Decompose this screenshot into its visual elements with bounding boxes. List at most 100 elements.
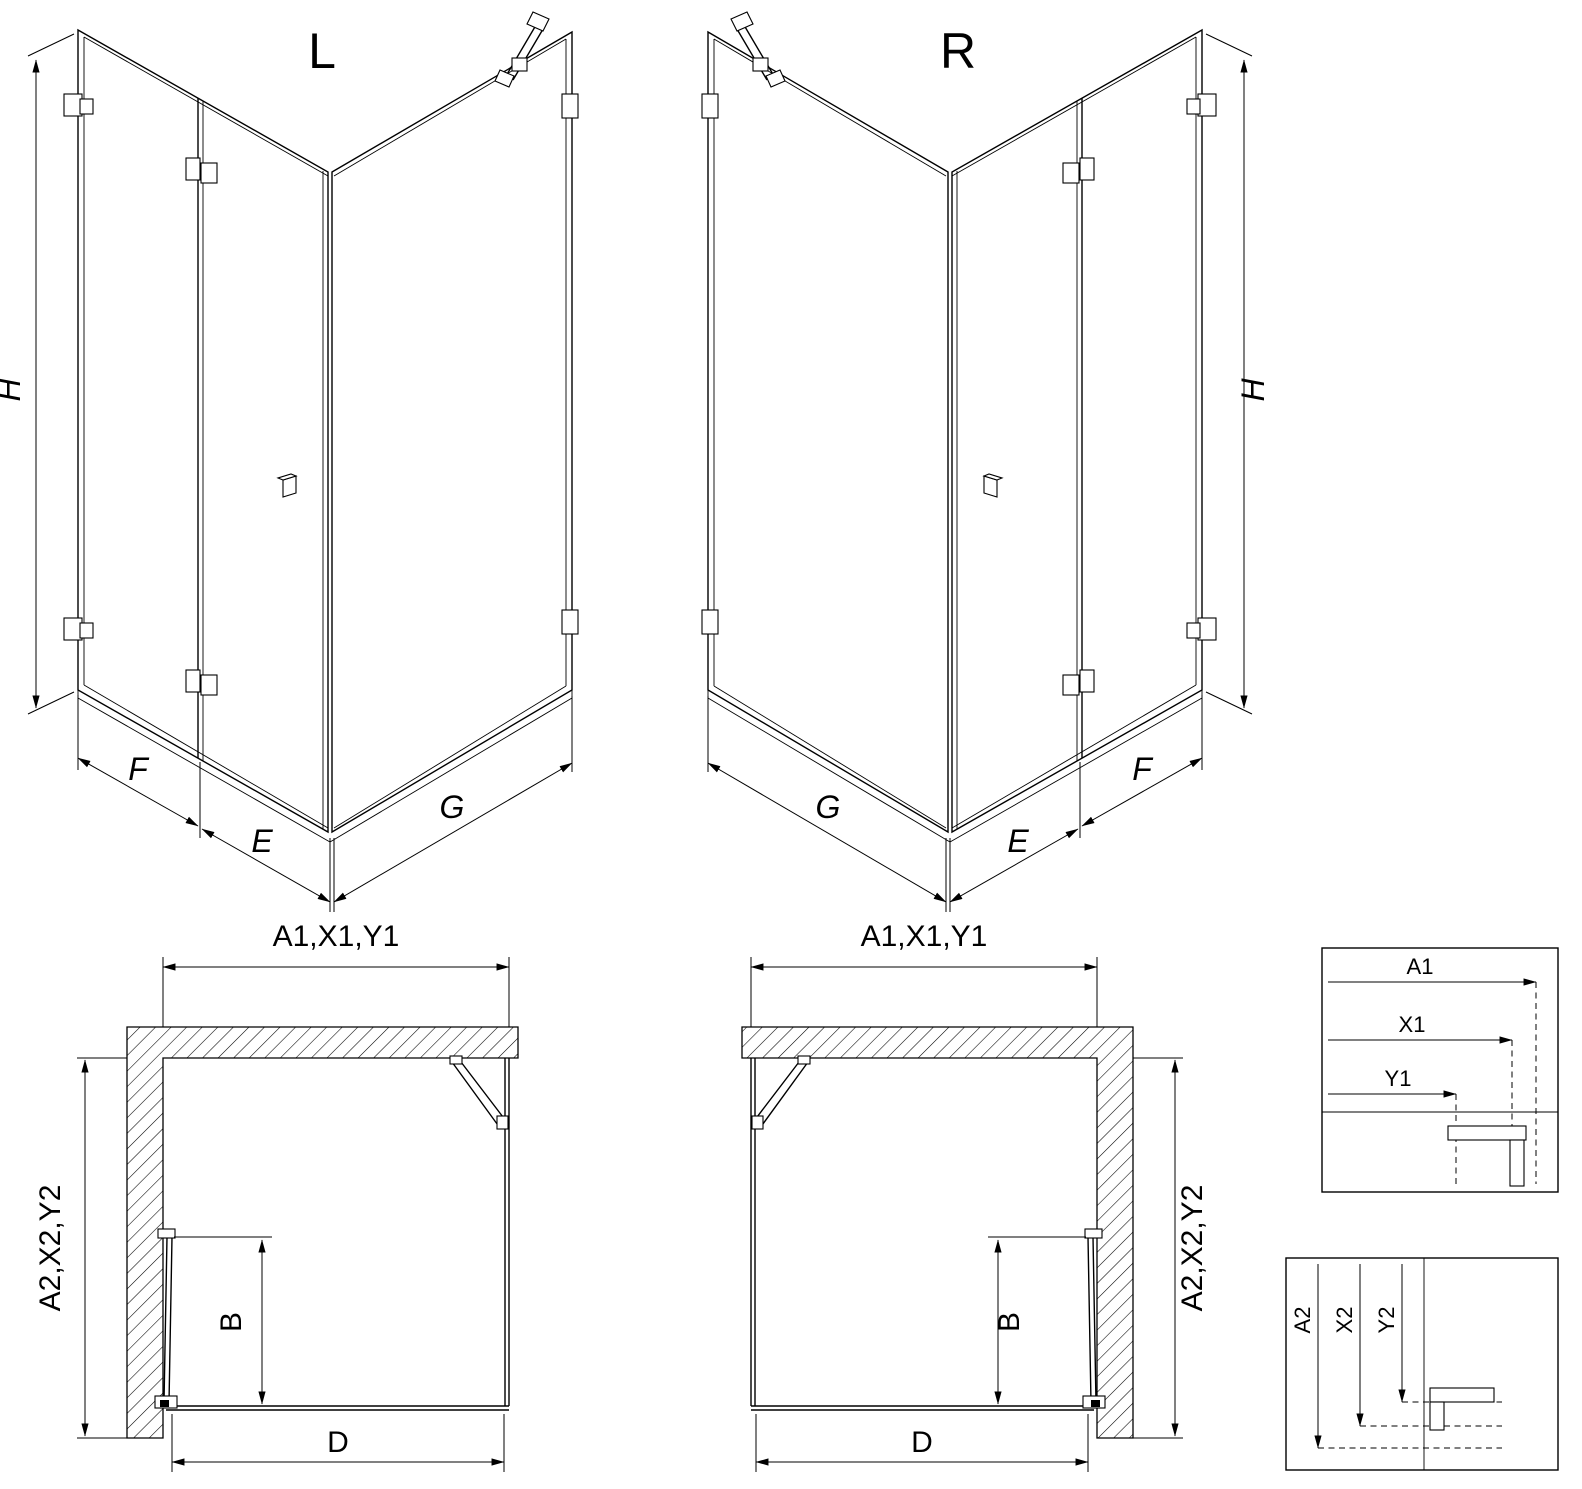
extension-line: [27, 33, 75, 715]
brace-glass-mount: [765, 69, 786, 88]
dim-label-B: B: [215, 1312, 248, 1332]
dim-door-clearance: B: [988, 1236, 1086, 1405]
detail-depth-offsets: A2 X2 Y2: [1285, 1257, 1559, 1471]
dim-front-right: F E: [949, 695, 1203, 912]
extension-line: [77, 1057, 163, 1439]
hinge: [1062, 162, 1080, 184]
profile-section: [1509, 1139, 1525, 1187]
side-glass: [504, 1058, 510, 1406]
dimension-line: [1081, 757, 1203, 827]
glass-inner-edge: [713, 38, 947, 177]
dim-label-D: D: [327, 1426, 349, 1459]
door-pivot: [1091, 1400, 1100, 1407]
wall-clamp: [63, 617, 83, 641]
extension-line: [1097, 1057, 1183, 1439]
wall-clamp: [561, 93, 579, 119]
dimension-line: [707, 762, 947, 903]
brace-wall-mount: [730, 11, 754, 32]
offset-label-A1: A1: [1407, 954, 1434, 979]
dim-label-F: F: [1132, 751, 1154, 787]
extension-line: [77, 695, 331, 912]
dim-label-A2X2Y2: A2,X2,Y2: [1176, 1185, 1209, 1312]
dim-label-B: B: [993, 1312, 1026, 1332]
variant-label-left: L: [308, 23, 336, 79]
hinge: [185, 669, 201, 693]
hardware: [701, 93, 1217, 696]
dim-label-H: H: [1235, 378, 1271, 402]
tray-edge: [77, 697, 573, 843]
return-glass-panel: [331, 30, 573, 834]
wall-clamp: [701, 609, 719, 635]
glass-inner-edge: [333, 38, 567, 177]
dim-side-right: G: [707, 696, 947, 912]
wall-hatched: [126, 1026, 519, 1439]
iso-view-left: L: [0, 11, 579, 912]
door-pivot: [160, 1400, 169, 1407]
glass-inner-edge: [83, 36, 329, 177]
dim-label-A1X1Y1: A1,X1,Y1: [861, 920, 988, 953]
hinge: [1079, 157, 1095, 181]
support-brace-plan: [751, 1055, 811, 1130]
glass-panels: [750, 1058, 1097, 1411]
brace-glass-mount: [751, 1115, 764, 1130]
dim-door-clearance: B: [174, 1236, 272, 1405]
dim-label-F: F: [128, 751, 150, 787]
hardware: [63, 93, 579, 696]
dim-label-E: E: [251, 823, 273, 859]
offset-label-X2: X2: [1332, 1307, 1357, 1334]
dim-label-G: G: [440, 789, 465, 825]
dim-width-top: A1,X1,Y1: [750, 920, 1098, 1027]
door-handle-icon: [982, 473, 1004, 481]
panel-outline: [707, 30, 949, 834]
wall-clamp: [79, 622, 94, 639]
dimension-line: [201, 828, 331, 903]
wall-clamp: [1186, 622, 1201, 639]
wall-clamp: [561, 609, 579, 635]
door-leaf: [163, 1236, 173, 1404]
panel-outline: [331, 30, 573, 834]
hinge: [200, 162, 218, 184]
door-top-cap: [1084, 1228, 1103, 1239]
dim-height-right: H: [1205, 33, 1271, 715]
offset-label-X1: X1: [1399, 1012, 1426, 1037]
door-top-cap: [157, 1228, 176, 1239]
hinge: [1062, 674, 1080, 696]
dim-label-G: G: [816, 789, 841, 825]
support-brace-plan: [449, 1055, 509, 1130]
dimension-line: [333, 762, 573, 903]
dim-label-H: H: [0, 378, 27, 402]
hinge: [185, 157, 201, 181]
dim-depth-side: A2,X2,Y2: [34, 1057, 163, 1439]
open-door: [154, 1228, 178, 1409]
dim-label-E: E: [1007, 823, 1029, 859]
profile-section: [1429, 1387, 1495, 1403]
side-glass: [750, 1058, 756, 1406]
right-glass-panel: [951, 28, 1203, 834]
plan-view-right: A1,X1,Y1 A2,X2,Y2 B D: [741, 920, 1209, 1472]
dim-width-bottom: D: [171, 1414, 505, 1472]
dim-width-bottom: D: [755, 1414, 1089, 1472]
support-brace: [494, 11, 550, 88]
wall-hatched: [741, 1026, 1134, 1439]
dim-height-left: H: [0, 33, 75, 715]
detail-frame: [1321, 947, 1559, 1193]
dim-label-D: D: [911, 1426, 933, 1459]
detail-frame: [1285, 1257, 1559, 1471]
door-leaf: [1087, 1236, 1097, 1404]
open-door: [1082, 1228, 1106, 1409]
iso-view-right: R: [701, 11, 1271, 912]
offset-label-Y2: Y2: [1374, 1307, 1399, 1334]
brace-glass-mount: [496, 1115, 509, 1130]
dim-label-A1X1Y1: A1,X1,Y1: [273, 920, 400, 953]
return-glass-panel: [707, 30, 949, 834]
detail-width-offsets: A1 X1 Y1: [1321, 947, 1559, 1193]
extension-line: [949, 695, 1203, 912]
wall-clamp: [1197, 617, 1217, 641]
brace-glass-mount: [494, 69, 515, 88]
front-glass: [751, 1405, 1097, 1411]
brace-clamp: [752, 57, 769, 72]
offset-label-Y1: Y1: [1385, 1066, 1412, 1091]
dimension-line: [77, 757, 199, 827]
front-glass: [163, 1405, 509, 1411]
